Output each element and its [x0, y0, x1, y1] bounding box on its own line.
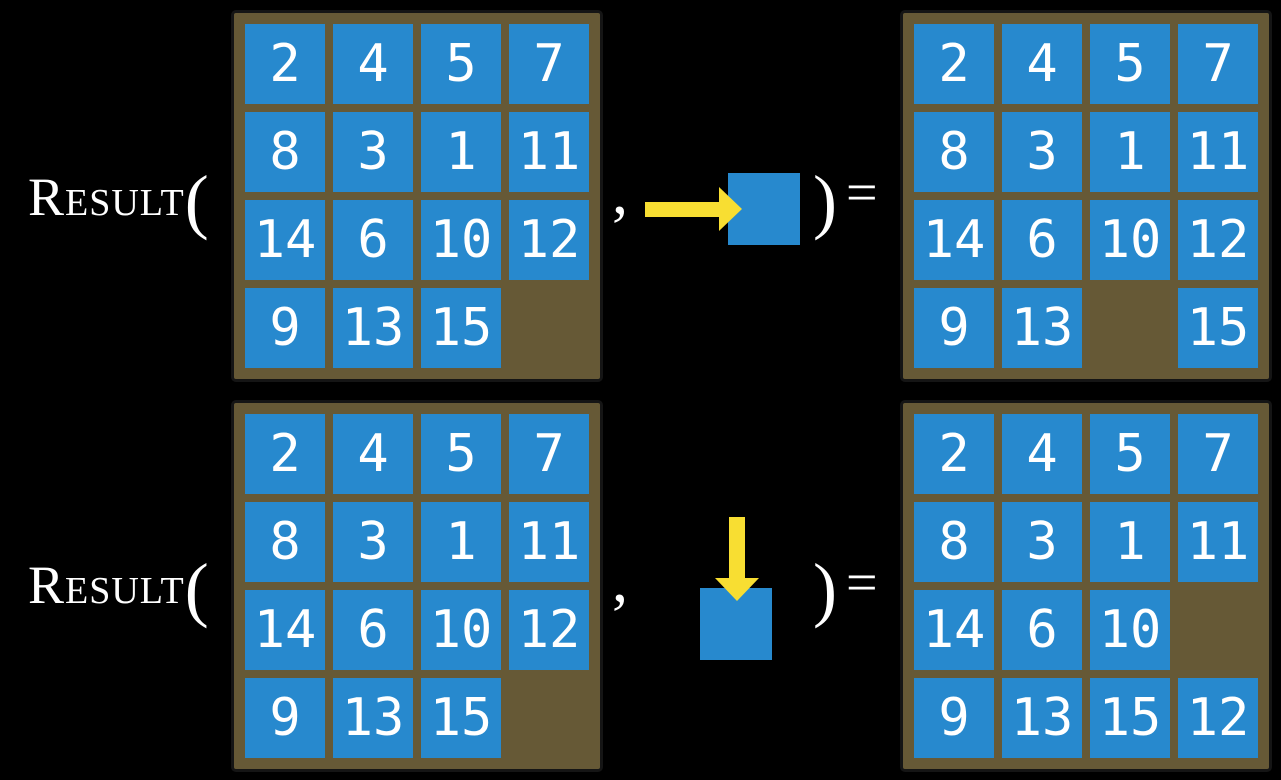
result-function-label: Result(: [28, 543, 209, 625]
tile-14: 14: [245, 200, 325, 280]
tile-2: 2: [914, 414, 994, 494]
tile-6: 6: [1002, 590, 1082, 670]
close-paren: ): [813, 161, 837, 241]
tile-8: 8: [914, 112, 994, 192]
tile-15: 15: [421, 288, 501, 368]
tile-5: 5: [1090, 24, 1170, 104]
tile-15: 15: [1178, 288, 1258, 368]
equals-sign: =: [846, 162, 878, 224]
tile-7: 7: [509, 414, 589, 494]
tile-8: 8: [914, 502, 994, 582]
tile-5: 5: [421, 414, 501, 494]
tile-4: 4: [333, 414, 413, 494]
tile-3: 3: [1002, 112, 1082, 192]
tile-5: 5: [421, 24, 501, 104]
tile-9: 9: [245, 678, 325, 758]
tile-11: 11: [1178, 112, 1258, 192]
tile-6: 6: [333, 590, 413, 670]
tile-10: 10: [421, 590, 501, 670]
tile-12: 12: [509, 590, 589, 670]
tile-12: 12: [1178, 200, 1258, 280]
open-paren: (: [184, 161, 209, 241]
arrow-head: [715, 578, 759, 601]
tile-3: 3: [333, 502, 413, 582]
tile-4: 4: [1002, 414, 1082, 494]
tile-11: 11: [1178, 502, 1258, 582]
tile-13: 13: [1002, 288, 1082, 368]
close-paren: ): [813, 549, 837, 629]
tile-10: 10: [1090, 200, 1170, 280]
tile-4: 4: [333, 24, 413, 104]
tile-9: 9: [914, 288, 994, 368]
tile-5: 5: [1090, 414, 1170, 494]
equals-sign: =: [846, 552, 878, 614]
tile-8: 8: [245, 112, 325, 192]
tile-11: 11: [509, 502, 589, 582]
arrow-head: [719, 187, 742, 231]
comma: ,: [612, 156, 628, 227]
tile-2: 2: [245, 24, 325, 104]
tile-7: 7: [1178, 414, 1258, 494]
tile-14: 14: [914, 590, 994, 670]
empty-cell: [1090, 288, 1170, 368]
tile-15: 15: [421, 678, 501, 758]
tile-7: 7: [509, 24, 589, 104]
comma: ,: [612, 544, 628, 615]
tile-10: 10: [421, 200, 501, 280]
tile-9: 9: [245, 288, 325, 368]
tile-2: 2: [914, 24, 994, 104]
tile-13: 13: [333, 288, 413, 368]
tile-15: 15: [1090, 678, 1170, 758]
tile-4: 4: [1002, 24, 1082, 104]
result-function-label: Result(: [28, 155, 209, 237]
tile-1: 1: [421, 112, 501, 192]
tile-11: 11: [509, 112, 589, 192]
tile-12: 12: [509, 200, 589, 280]
tile-14: 14: [245, 590, 325, 670]
tile-2: 2: [245, 414, 325, 494]
tile-13: 13: [1002, 678, 1082, 758]
tile-1: 1: [1090, 112, 1170, 192]
tile-6: 6: [1002, 200, 1082, 280]
tile-1: 1: [421, 502, 501, 582]
arrow-shaft: [729, 517, 745, 579]
tile-7: 7: [1178, 24, 1258, 104]
tile-1: 1: [1090, 502, 1170, 582]
tile-10: 10: [1090, 590, 1170, 670]
arrow-shaft: [645, 202, 719, 217]
empty-cell: [509, 678, 589, 758]
function-name: Result: [28, 555, 185, 615]
function-name: Result: [28, 167, 185, 227]
tile-9: 9: [914, 678, 994, 758]
empty-cell: [1178, 590, 1258, 670]
tile-8: 8: [245, 502, 325, 582]
open-paren: (: [184, 549, 209, 629]
tile-12: 12: [1178, 678, 1258, 758]
tile-3: 3: [333, 112, 413, 192]
tile-13: 13: [333, 678, 413, 758]
empty-cell: [509, 288, 589, 368]
tile-14: 14: [914, 200, 994, 280]
tile-6: 6: [333, 200, 413, 280]
tile-3: 3: [1002, 502, 1082, 582]
